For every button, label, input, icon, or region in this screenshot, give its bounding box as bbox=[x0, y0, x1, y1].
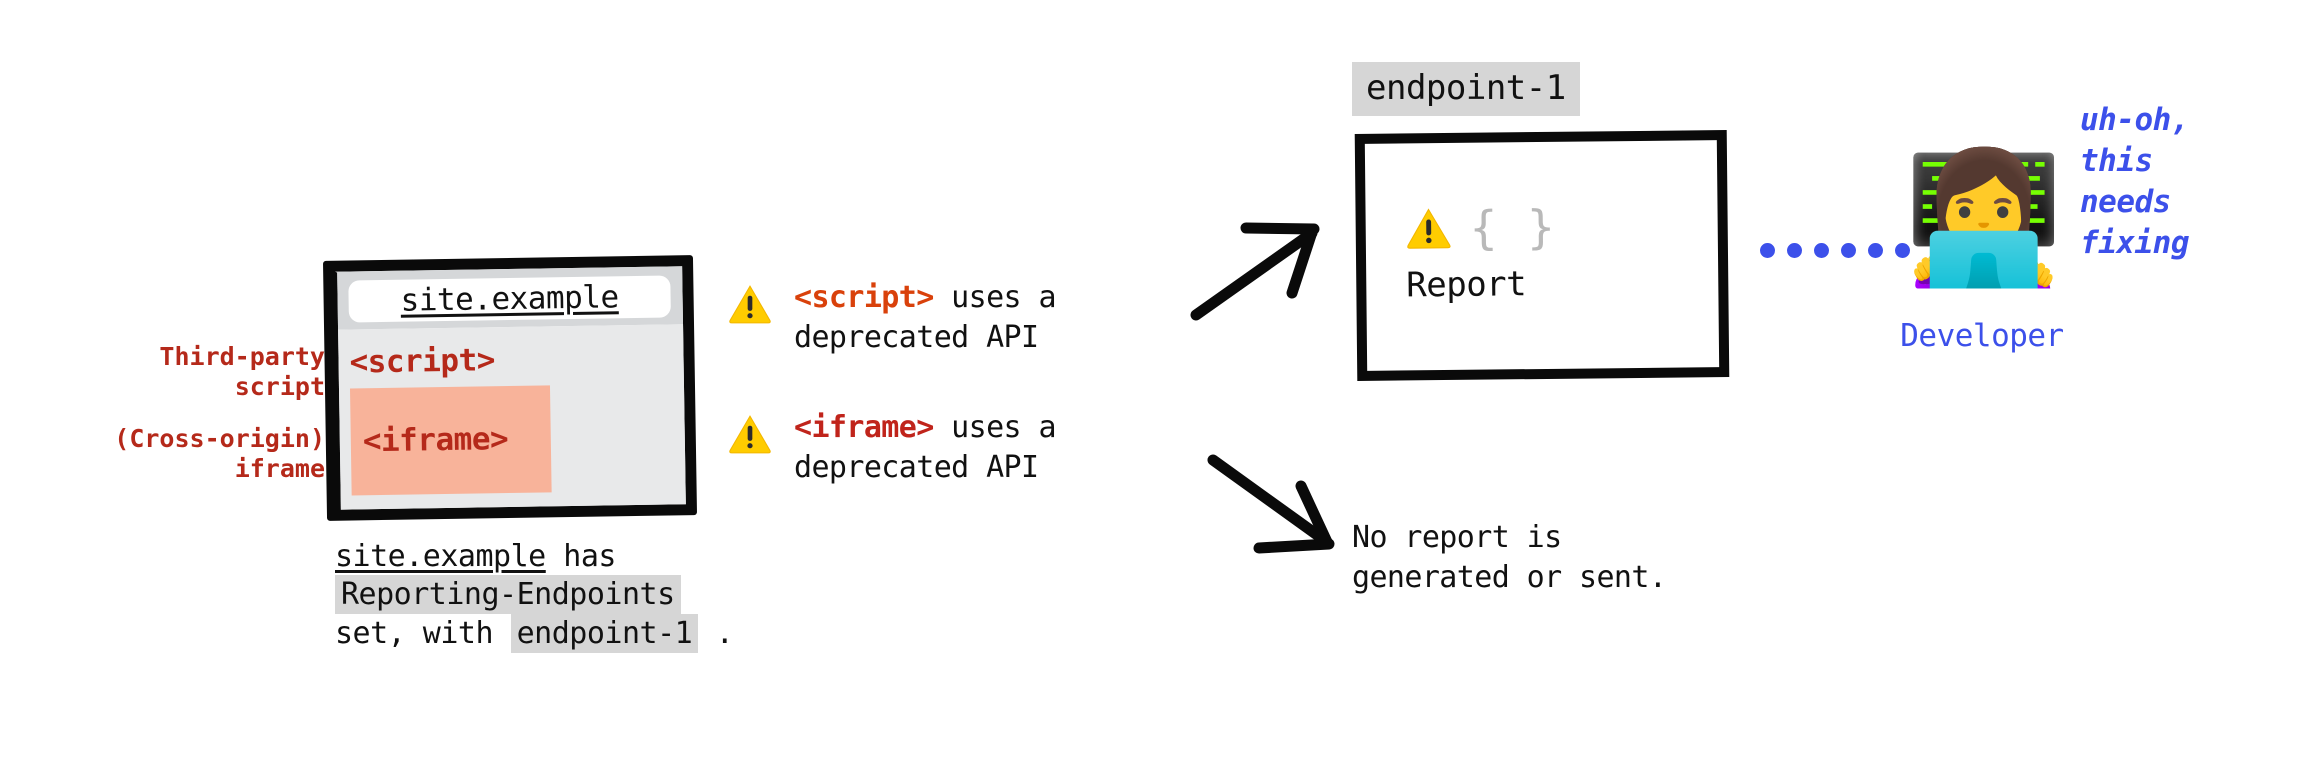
connector-dot bbox=[1895, 243, 1910, 258]
annotation-line: (Cross-origin) bbox=[114, 424, 325, 453]
warning-line-2: deprecated API bbox=[794, 319, 1039, 355]
report-label: Report bbox=[1406, 264, 1527, 306]
left-annotations: Third-party script (Cross-origin) iframe bbox=[40, 342, 325, 484]
warning-line-1: <script> uses a bbox=[794, 278, 1057, 318]
json-braces-icon: { } bbox=[1469, 199, 1557, 255]
no-report-line-2: generated or sent. bbox=[1352, 559, 1667, 595]
script-tag-name: <script> bbox=[794, 280, 934, 315]
caption-site-link: site.example bbox=[335, 539, 546, 574]
developer-avatar: 👩‍💻 bbox=[1904, 155, 2063, 315]
annotation-line: iframe bbox=[234, 454, 325, 483]
warning-line-1: <iframe> uses a bbox=[794, 408, 1057, 448]
warning-row-script: <script> uses a deprecated API bbox=[728, 278, 1057, 357]
no-report-message: No report is generated or sent. bbox=[1352, 518, 1667, 598]
browser-frame: site.example <script> <iframe> bbox=[322, 255, 698, 521]
connector-dot bbox=[1814, 243, 1829, 258]
caption-line-1: site.example has bbox=[335, 538, 935, 576]
browser-window: site.example <script> <iframe> bbox=[322, 255, 698, 521]
caption-line-3: set, with endpoint-1 . bbox=[335, 613, 935, 653]
caption-has: has bbox=[545, 539, 616, 574]
warning-line-1-rest: uses a bbox=[933, 280, 1056, 315]
caption-set-with: set, with bbox=[335, 615, 511, 651]
caption-header-chip: Reporting-Endpoints bbox=[335, 575, 681, 615]
connector-dot bbox=[1760, 243, 1775, 258]
connector-dot bbox=[1868, 243, 1883, 258]
caption-period: . bbox=[698, 615, 734, 651]
report-box: { } Report bbox=[1354, 130, 1730, 381]
report-icon-row: { } bbox=[1405, 199, 1557, 255]
url-bar[interactable]: site.example bbox=[348, 275, 671, 323]
speech-line: uh-oh, bbox=[2080, 102, 2189, 138]
annotation-cross-origin-iframe: (Cross-origin) iframe bbox=[40, 424, 325, 484]
browser-viewport: <script> <iframe> bbox=[335, 324, 686, 510]
caption-line-2: Reporting-Endpoints bbox=[335, 575, 935, 615]
browser-caption: site.example has Reporting-Endpoints set… bbox=[335, 538, 935, 653]
warning-triangle-icon bbox=[1407, 208, 1451, 249]
arrow-up-to-report-icon bbox=[1190, 222, 1320, 321]
caption-endpoint-chip: endpoint-1 bbox=[510, 613, 699, 653]
warning-triangle-icon bbox=[729, 415, 771, 454]
warning-triangle-icon bbox=[729, 285, 771, 324]
iframe-tag-text: <iframe> bbox=[362, 420, 509, 460]
url-text: site.example bbox=[400, 279, 619, 319]
warning-line-2: deprecated API bbox=[794, 449, 1039, 485]
warning-text-iframe: <iframe> uses a deprecated API bbox=[794, 408, 1057, 487]
connector-dot bbox=[1841, 243, 1856, 258]
connector-dot bbox=[1787, 243, 1802, 258]
iframe-tag-name: <iframe> bbox=[794, 410, 934, 445]
endpoint-badge: endpoint-1 bbox=[1352, 62, 1580, 116]
warning-text-script: <script> uses a deprecated API bbox=[794, 278, 1057, 357]
speech-line: fixing bbox=[2080, 224, 2189, 261]
warning-line-1-rest: uses a bbox=[933, 410, 1056, 445]
arrow-down-to-no-report-icon bbox=[1207, 454, 1335, 554]
speech-line: needs bbox=[2080, 183, 2171, 220]
dotted-connector bbox=[1760, 243, 1910, 258]
woman-technologist-icon: 👩‍💻 bbox=[1904, 144, 2064, 293]
annotation-third-party-script: Third-party script bbox=[40, 342, 325, 402]
report-frame: { } Report bbox=[1354, 130, 1730, 381]
developer-speech: uh-oh, this needs fixing bbox=[2080, 100, 2189, 264]
developer-label: Developer bbox=[1900, 318, 2064, 354]
annotation-line: Third-party bbox=[159, 342, 325, 371]
no-report-line-1: No report is bbox=[1352, 520, 1562, 555]
script-tag-text: <script> bbox=[349, 342, 496, 381]
warning-row-iframe: <iframe> uses a deprecated API bbox=[728, 408, 1057, 487]
speech-line: this bbox=[2080, 142, 2153, 179]
annotation-line: script bbox=[234, 372, 325, 401]
iframe-highlight-block: <iframe> bbox=[349, 385, 552, 496]
browser-chrome-bar: site.example bbox=[334, 266, 684, 330]
report-content: { } Report bbox=[1405, 199, 1557, 306]
